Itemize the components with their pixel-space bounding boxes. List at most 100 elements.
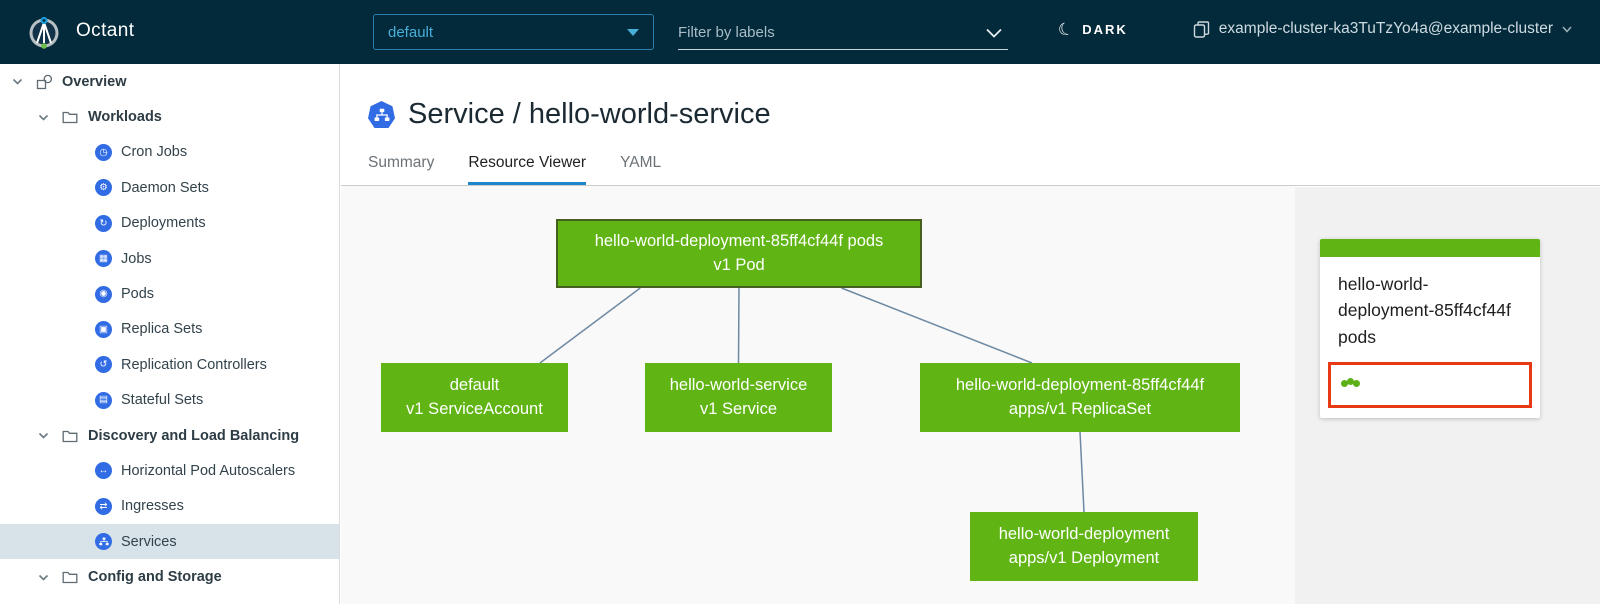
node-name: default (449, 375, 500, 394)
node-name: hello-world-service (669, 375, 808, 394)
app-title: Octant (76, 20, 135, 41)
daemon-sets-icon: ⚙ (95, 179, 121, 197)
dark-theme-toggle[interactable]: ☾ DARK (1055, 18, 1128, 41)
replication-controllers-icon: ↺ (95, 356, 121, 374)
sidebar-item-discovery-and-load-balancing[interactable]: Discovery and Load Balancing (0, 418, 339, 453)
main-content: Service / hello-world-service Summary Res… (341, 64, 1600, 604)
sidebar-item-label: Stateful Sets (121, 392, 204, 409)
page-title-row: Service / hello-world-service (368, 98, 771, 131)
chevron-down-icon[interactable] (38, 430, 62, 441)
sidebar-item-workloads[interactable]: Workloads (0, 99, 339, 134)
app-header: Octant default Filter by labels ☾ DARK e… (0, 0, 1600, 64)
tab-divider (341, 185, 1600, 186)
sidebar-item-services[interactable]: Services (0, 524, 339, 560)
sidebar-item-label: Deployments (121, 215, 206, 232)
replica-sets-icon: ▣ (95, 320, 121, 338)
card-status-strip (1320, 239, 1540, 257)
pod-status-dot (1341, 379, 1348, 387)
cron-jobs-icon: ◷ (95, 143, 121, 161)
cluster-icon (1193, 20, 1209, 38)
page-title: Service / hello-world-service (408, 98, 771, 130)
sidebar-item-replica-sets[interactable]: ▣Replica Sets (0, 312, 339, 347)
sidebar-item-horizontal-pod-autoscalers[interactable]: ↔Horizontal Pod Autoscalers (0, 453, 339, 488)
overview-icon (36, 74, 62, 90)
selected-resource-card[interactable]: hello-world-deployment-85ff4cf44f pods (1320, 239, 1540, 418)
resource-graph-canvas: hello-world-deployment-85ff4cf44f pods v1… (341, 186, 1295, 604)
sidebar-item-label: Replica Sets (121, 321, 203, 338)
chevron-down-icon[interactable] (38, 112, 62, 123)
tab-resource-viewer[interactable]: Resource Viewer (468, 154, 587, 185)
pod-status-dot (1347, 377, 1354, 385)
sidebar-item-label: Daemon Sets (121, 179, 209, 196)
sidebar-item-label: Overview (62, 73, 127, 90)
folder-icon (62, 570, 88, 584)
tab-yaml[interactable]: YAML (620, 154, 662, 171)
node-name: hello-world-deployment-85ff4cf44f pods (594, 231, 884, 250)
node-apiversion-kind: v1 Pod (713, 255, 765, 274)
graph-node-service[interactable]: hello-world-service v1 Service (645, 363, 832, 432)
graph-node-replicaset[interactable]: hello-world-deployment-85ff4cf44f apps/v1… (920, 363, 1240, 432)
sidebar-item-label: Cron Jobs (121, 144, 188, 161)
graph-edges (539, 287, 1085, 513)
cluster-label: example-cluster-ka3TuTzYo4a@example-clus… (1218, 20, 1553, 37)
tab-summary[interactable]: Summary (368, 154, 435, 171)
sidebar-item-label: Jobs (121, 250, 152, 267)
sidebar-item-label: Services (121, 533, 177, 550)
node-apiversion-kind: apps/v1 Deployment (1008, 548, 1160, 567)
stateful-sets-icon: ▤ (95, 391, 121, 409)
sidebar-item-label: Discovery and Load Balancing (88, 427, 300, 444)
node-name: hello-world-deployment (998, 524, 1170, 543)
octant-logo-icon (29, 16, 59, 49)
pods-icon: ◉ (95, 285, 121, 303)
sidebar-item-overview[interactable]: Overview (0, 64, 339, 99)
horizontal-pod-autoscalers-icon: ↔ (95, 462, 121, 480)
chevron-down-icon[interactable] (38, 572, 62, 583)
graph-node-serviceaccount[interactable]: default v1 ServiceAccount (381, 363, 568, 432)
sidebar-item-stateful-sets[interactable]: ▤Stateful Sets (0, 383, 339, 418)
sidebar-item-jobs[interactable]: ▦Jobs (0, 241, 339, 276)
node-name: hello-world-deployment-85ff4cf44f (955, 375, 1205, 394)
detail-panel: hello-world-deployment-85ff4cf44f pods (1295, 187, 1600, 604)
ingresses-icon: ⇄ (95, 497, 121, 515)
chevron-down-icon (1562, 26, 1572, 33)
filter-by-labels-input[interactable]: Filter by labels (678, 16, 1008, 50)
caret-down-icon (627, 28, 639, 36)
sidebar-item-label: Config and Storage (88, 569, 222, 586)
theme-toggle-label: DARK (1082, 22, 1128, 37)
sidebar-item-config-and-storage[interactable]: Config and Storage (0, 559, 339, 594)
sidebar-item-daemon-sets[interactable]: ⚙Daemon Sets (0, 170, 339, 205)
sidebar-item-ingresses[interactable]: ⇄Ingresses (0, 489, 339, 524)
sidebar-item-label: Horizontal Pod Autoscalers (121, 462, 296, 479)
pod-status-dot (1353, 379, 1360, 387)
node-apiversion-kind: v1 Service (699, 399, 778, 418)
sidebar-item-deployments[interactable]: ↻Deployments (0, 206, 339, 241)
deployments-icon: ↻ (95, 214, 121, 232)
graph-node-deployment[interactable]: hello-world-deployment apps/v1 Deployment (970, 512, 1198, 581)
namespace-selector[interactable]: default (373, 14, 654, 50)
sidebar-item-label: Workloads (88, 109, 162, 126)
graph-node-pod[interactable]: hello-world-deployment-85ff4cf44f pods v1… (556, 219, 922, 288)
chevron-down-icon[interactable] (12, 76, 36, 87)
sidebar-item-label: Ingresses (121, 498, 184, 515)
folder-icon (62, 110, 88, 124)
folder-icon (62, 429, 88, 443)
sidebar-item-label: Replication Controllers (121, 356, 267, 373)
node-apiversion-kind: apps/v1 ReplicaSet (1008, 399, 1152, 418)
pod-status-section[interactable] (1328, 361, 1532, 408)
moon-icon: ☾ (1055, 18, 1076, 41)
cluster-selector[interactable]: example-cluster-ka3TuTzYo4a@example-clus… (1193, 20, 1572, 38)
sidebar-item-pods[interactable]: ◉Pods (0, 276, 339, 311)
tab-bar: Summary Resource Viewer YAML (368, 154, 661, 185)
jobs-icon: ▦ (95, 250, 121, 268)
sidebar-item-cron-jobs[interactable]: ◷Cron Jobs (0, 135, 339, 170)
filter-placeholder: Filter by labels (678, 24, 775, 41)
sidebar-item-replication-controllers[interactable]: ↺Replication Controllers (0, 347, 339, 382)
sidebar-item-label: Pods (121, 286, 155, 303)
service-resource-icon (368, 101, 395, 128)
chevron-down-icon (986, 28, 1002, 38)
node-apiversion-kind: v1 ServiceAccount (406, 399, 543, 418)
namespace-selector-value: default (388, 23, 434, 41)
card-title: hello-world-deployment-85ff4cf44f pods (1338, 274, 1511, 347)
